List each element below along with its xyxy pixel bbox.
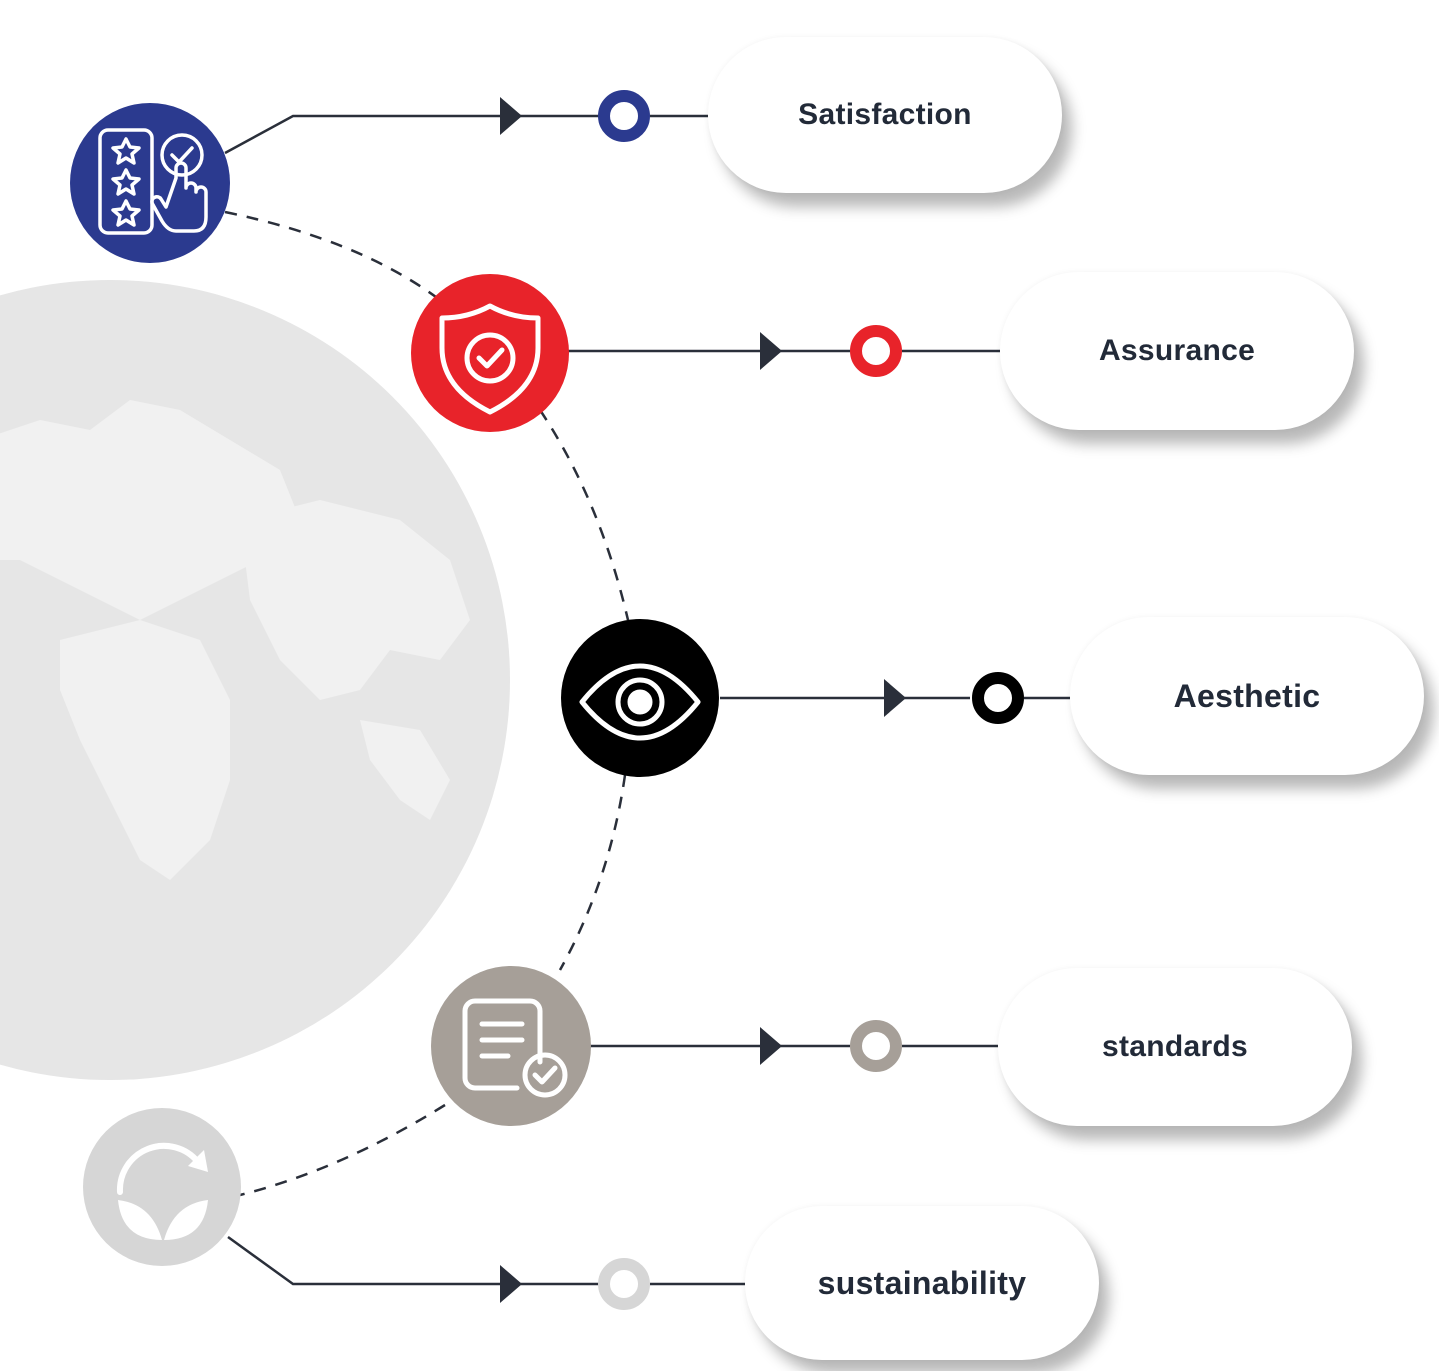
connector-aesthetic <box>720 672 1070 724</box>
eye-icon <box>579 663 701 741</box>
connector-satisfaction <box>224 90 708 155</box>
recycle-leaf-icon <box>116 1142 208 1240</box>
pill-assurance: Assurance <box>1000 272 1354 430</box>
connector-standards <box>588 1020 998 1072</box>
step-label: Satisfaction <box>798 98 972 131</box>
pill-standards: standards <box>998 968 1352 1126</box>
globe-background <box>0 280 510 1080</box>
step-label: Aesthetic <box>1173 677 1321 714</box>
ring-node <box>972 672 1024 724</box>
ring-node <box>850 1020 902 1072</box>
satisfaction-node <box>70 103 230 263</box>
step-label: sustainability <box>817 1264 1027 1301</box>
arrow-icon <box>500 97 522 135</box>
shield-check-icon <box>439 303 541 415</box>
rating-stars-touch-icon <box>98 128 208 235</box>
connector-sustainability <box>227 1235 745 1310</box>
aesthetic-node <box>561 619 719 777</box>
arrow-icon <box>500 1265 522 1303</box>
dashed-arc <box>224 210 630 1197</box>
document-check-icon <box>462 998 568 1098</box>
assurance-node <box>411 274 569 432</box>
standards-node <box>431 966 591 1126</box>
step-label: Assurance <box>1098 334 1256 367</box>
ring-node <box>598 1258 650 1310</box>
ring-node <box>598 90 650 142</box>
ring-node <box>850 325 902 377</box>
pill-aesthetic: Aesthetic <box>1070 617 1424 775</box>
arrow-icon <box>760 1027 782 1065</box>
sustainability-node <box>83 1108 241 1266</box>
arrow-icon <box>760 332 782 370</box>
arrow-icon <box>884 679 906 717</box>
pill-satisfaction: Satisfaction <box>708 37 1062 193</box>
pill-sustainability: sustainability <box>745 1206 1099 1360</box>
step-label: standards <box>1101 1030 1249 1063</box>
connector-assurance <box>568 325 1000 377</box>
